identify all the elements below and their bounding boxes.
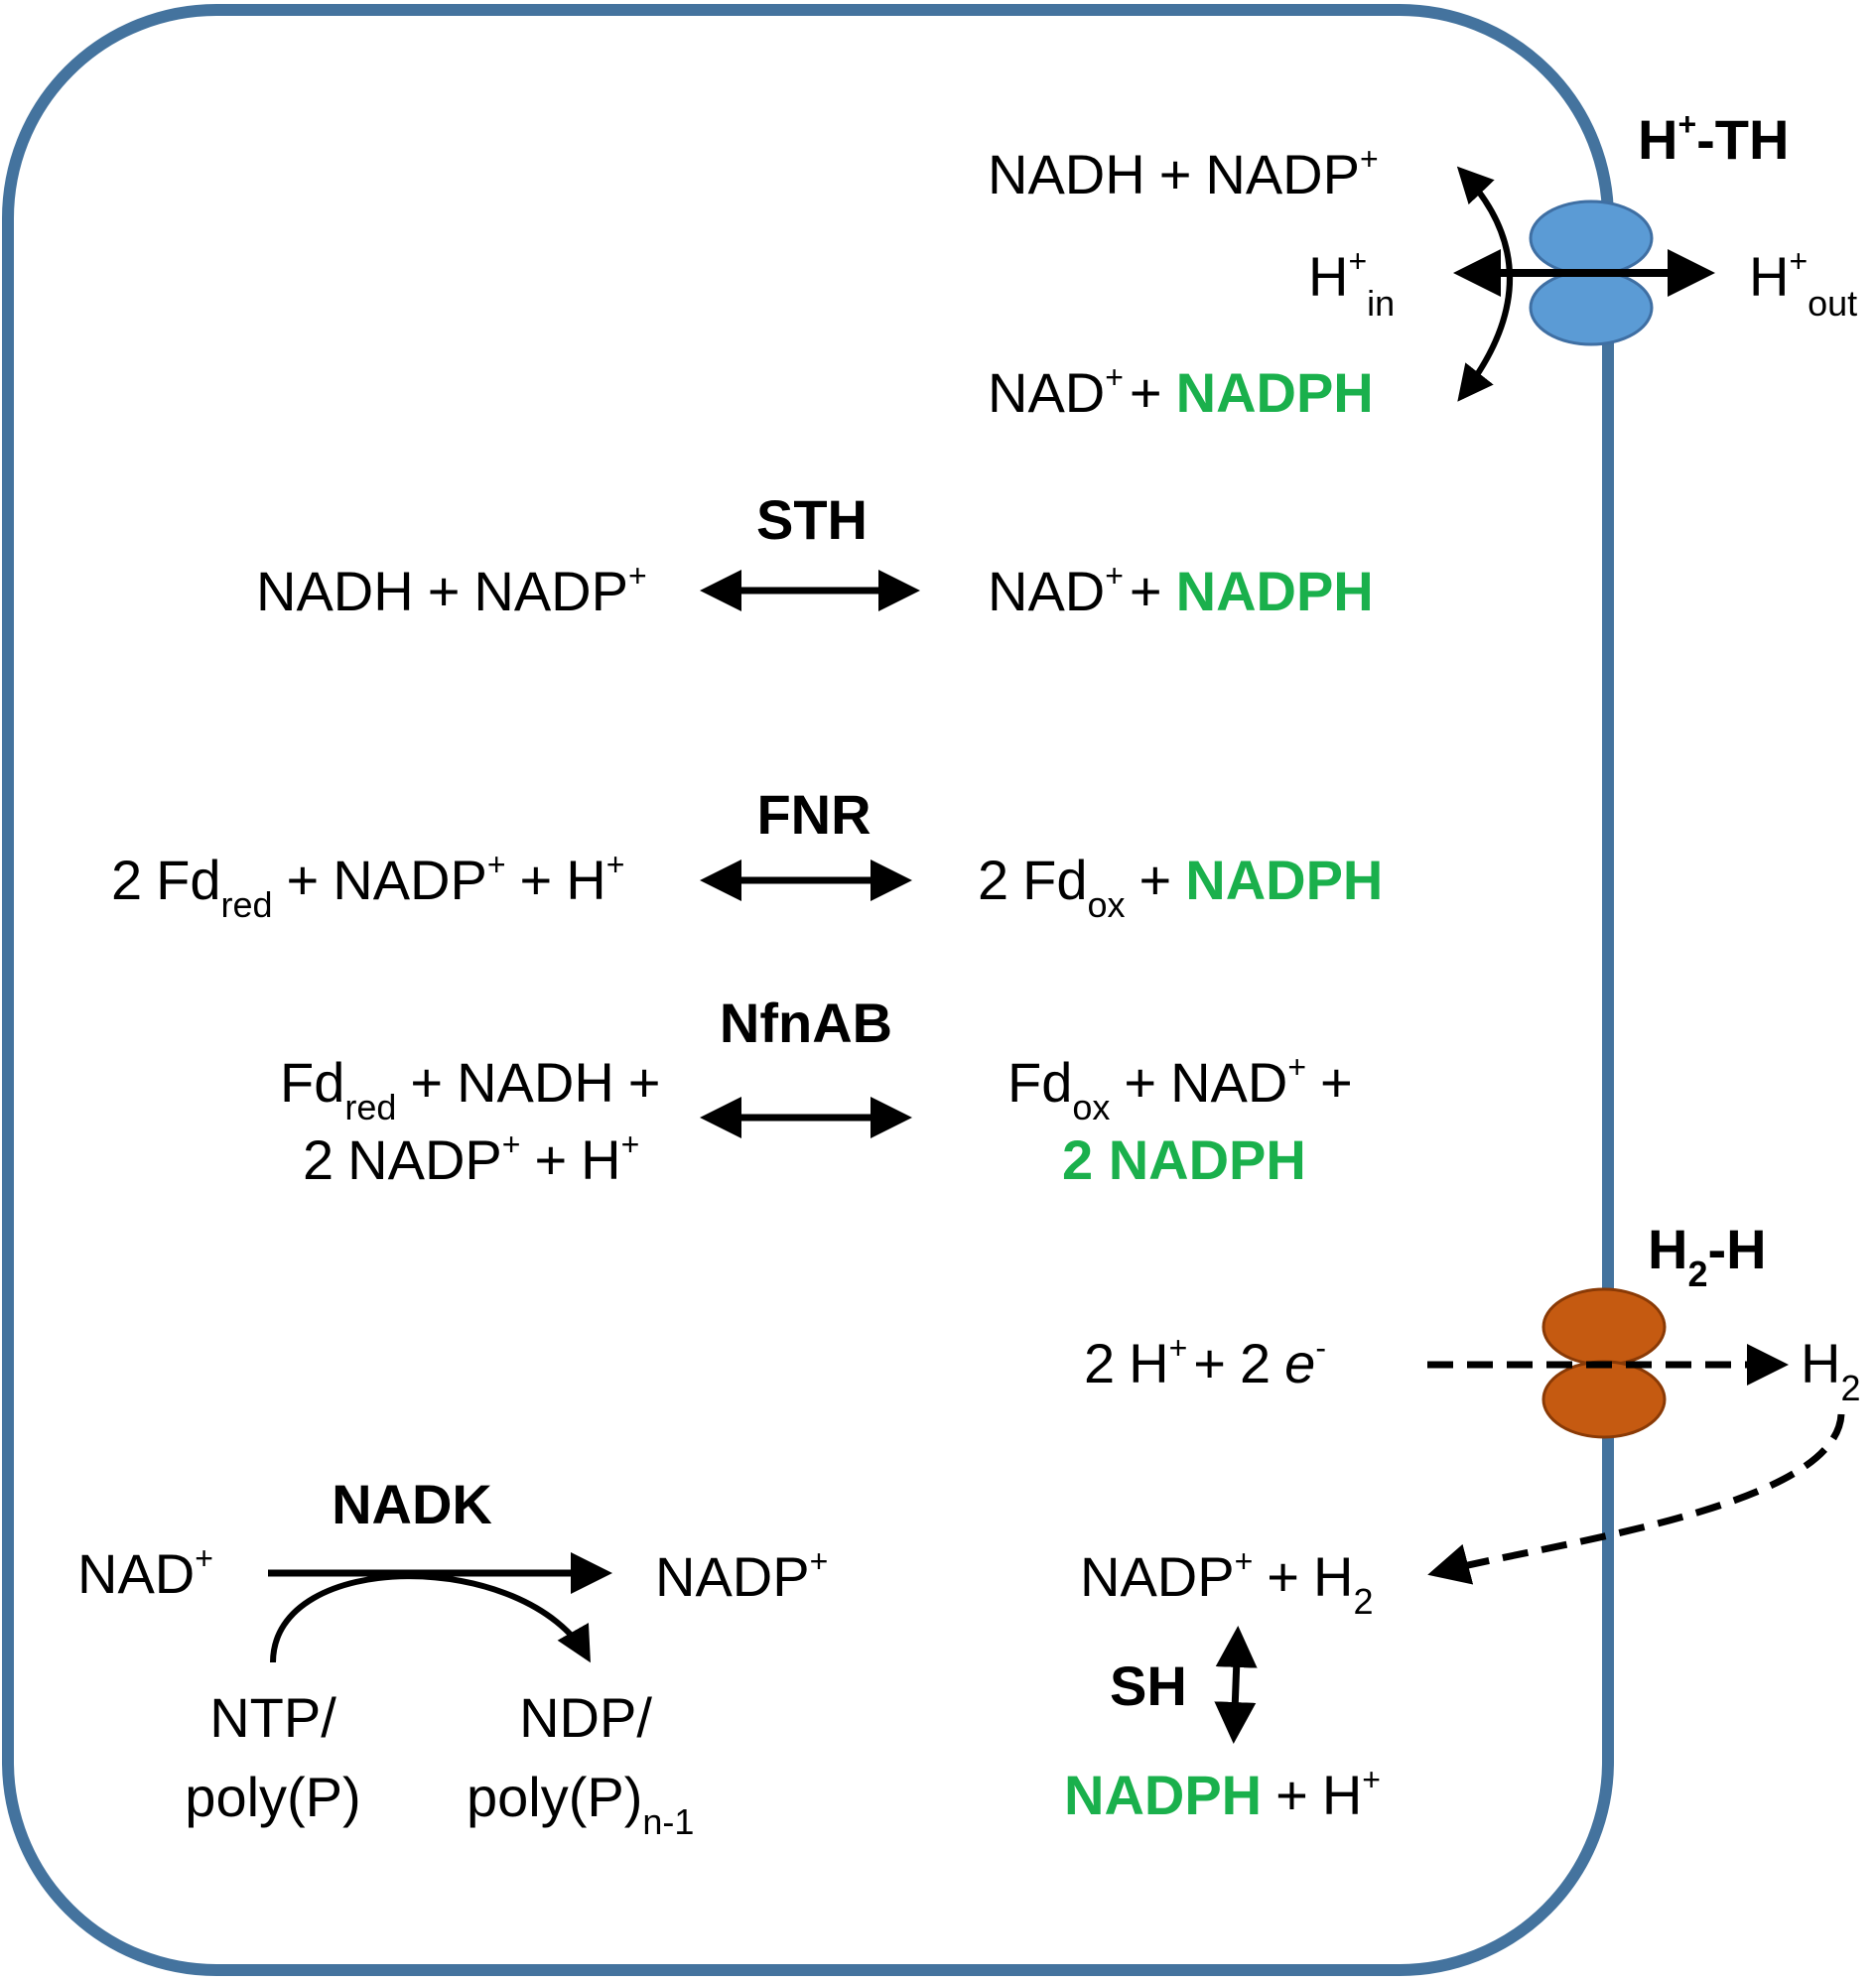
nadk-donor-line2: poly(P): [185, 1766, 360, 1828]
nadk-label: NADK: [332, 1473, 492, 1535]
hydrogenase-subunit-bottom: [1541, 1360, 1667, 1439]
nfnab-label: NfnAB: [720, 992, 892, 1054]
sh-bottom: NADPH+H+: [1064, 1762, 1381, 1826]
nadk-donor-line1: NTP/: [209, 1686, 336, 1749]
th-product: NAD++NADPH: [988, 359, 1374, 424]
nadk-substrate: NAD+: [77, 1540, 213, 1605]
transhydrogenase-curved-arrow: [1456, 166, 1513, 402]
sh-label: SH: [1110, 1654, 1187, 1717]
nadk-released-line1: NDP/: [519, 1686, 652, 1749]
h-th-section: H+-TH NADH+NADP+ H+in H+out NAD++NADPH: [988, 106, 1857, 424]
sth-left: NADH+NADP+: [256, 558, 647, 622]
nadk-released-line2: poly(P)n-1: [467, 1766, 694, 1842]
nadk-phosphate-donor-arrow: [270, 1573, 591, 1663]
nfnab-right-line1: Fdox+NAD++: [1007, 1049, 1353, 1127]
cell-membrane: [2, 4, 1614, 1976]
proton-in: H+in: [1308, 243, 1395, 324]
proton-out: H+out: [1749, 243, 1857, 324]
h-th-label: H+-TH: [1638, 106, 1789, 171]
h2-h-label: H2-H: [1648, 1218, 1767, 1294]
fnr-label: FNR: [756, 783, 871, 846]
nadk-section: NADK NAD+ NADP+ NTP/ poly(P) NDP/ poly(P…: [77, 1473, 828, 1842]
nadk-product: NADP+: [655, 1543, 828, 1608]
nfnab-right-line2: 2 NADPH: [1062, 1128, 1306, 1191]
hydrogenase-subunit-top: [1541, 1287, 1667, 1367]
th-substrate: NADH+NADP+: [988, 141, 1379, 205]
sh-section: NADP++H2 SH NADPH+H+: [1064, 1543, 1381, 1826]
nfnab-left-line1: Fdred+NADH+: [280, 1051, 660, 1127]
transhydrogenase-subunit-bottom: [1529, 269, 1654, 346]
sth-section: STH NADH+NADP+ NAD++NADPH: [256, 488, 1374, 622]
sh-reversible-arrow: [1214, 1626, 1258, 1744]
sth-label: STH: [756, 488, 868, 551]
sth-right: NAD++NADPH: [988, 558, 1374, 622]
hydrogen-product: H2: [1801, 1332, 1860, 1408]
hydrogen-recycle-dashed-arrow: [1427, 1413, 1845, 1585]
sh-top: NADP++H2: [1080, 1543, 1373, 1622]
transhydrogenase-subunit-top: [1529, 199, 1654, 277]
